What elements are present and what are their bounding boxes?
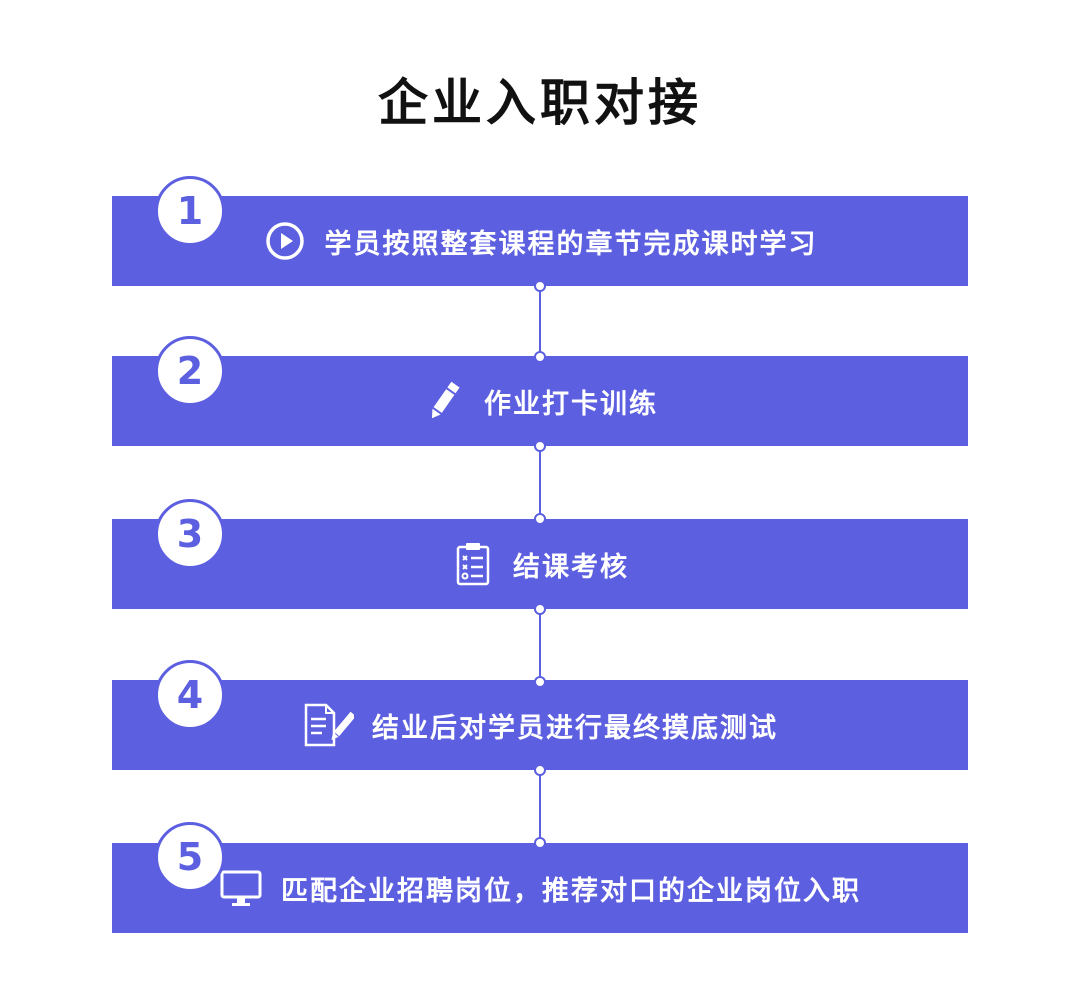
step-4-text: 结业后对学员进行最终摸底测试 xyxy=(372,712,778,744)
pencil-icon xyxy=(422,379,466,423)
connector-dot-4-top xyxy=(534,764,546,776)
step-5-bar: 匹配企业招聘岗位，推荐对口的企业岗位入职 xyxy=(112,843,968,933)
step-3-bar: 结课考核 xyxy=(112,519,968,609)
step-4-bar: 结业后对学员进行最终摸底测试 xyxy=(112,680,968,770)
connector-line-1-2 xyxy=(539,286,541,356)
connector-dot-2-bottom xyxy=(534,513,546,525)
connector-dot-2-top xyxy=(534,440,546,452)
step-1-bar: 学员按照整套课程的章节完成课时学习 xyxy=(112,196,968,286)
step-2-bar: 作业打卡训练 xyxy=(112,356,968,446)
step-1-text: 学员按照整套课程的章节完成课时学习 xyxy=(324,228,818,260)
step-3-text: 结课考核 xyxy=(513,551,629,583)
connector-line-2-3 xyxy=(539,446,541,519)
step-2-text: 作业打卡训练 xyxy=(484,388,658,420)
document-edit-icon xyxy=(302,703,354,747)
connector-dot-1-top xyxy=(534,280,546,292)
connector-dot-1-bottom xyxy=(534,351,546,363)
checklist-icon xyxy=(451,542,495,586)
page-title: 企业入职对接 xyxy=(378,74,702,132)
step-4-number-badge: 4 xyxy=(155,660,225,730)
connector-dot-4-bottom xyxy=(534,837,546,849)
connector-line-4-5 xyxy=(539,770,541,843)
step-5-text: 匹配企业招聘岗位，推荐对口的企业岗位入职 xyxy=(281,875,861,907)
step-5-number-badge: 5 xyxy=(155,822,225,892)
connector-line-3-4 xyxy=(539,609,541,681)
step-1-number-badge: 1 xyxy=(155,176,225,246)
connector-dot-3-top xyxy=(534,603,546,615)
connector-dot-3-bottom xyxy=(534,676,546,688)
play-circle-icon xyxy=(263,219,307,263)
step-2-number-badge: 2 xyxy=(155,336,225,406)
monitor-icon xyxy=(219,866,263,910)
step-3-number-badge: 3 xyxy=(155,499,225,569)
